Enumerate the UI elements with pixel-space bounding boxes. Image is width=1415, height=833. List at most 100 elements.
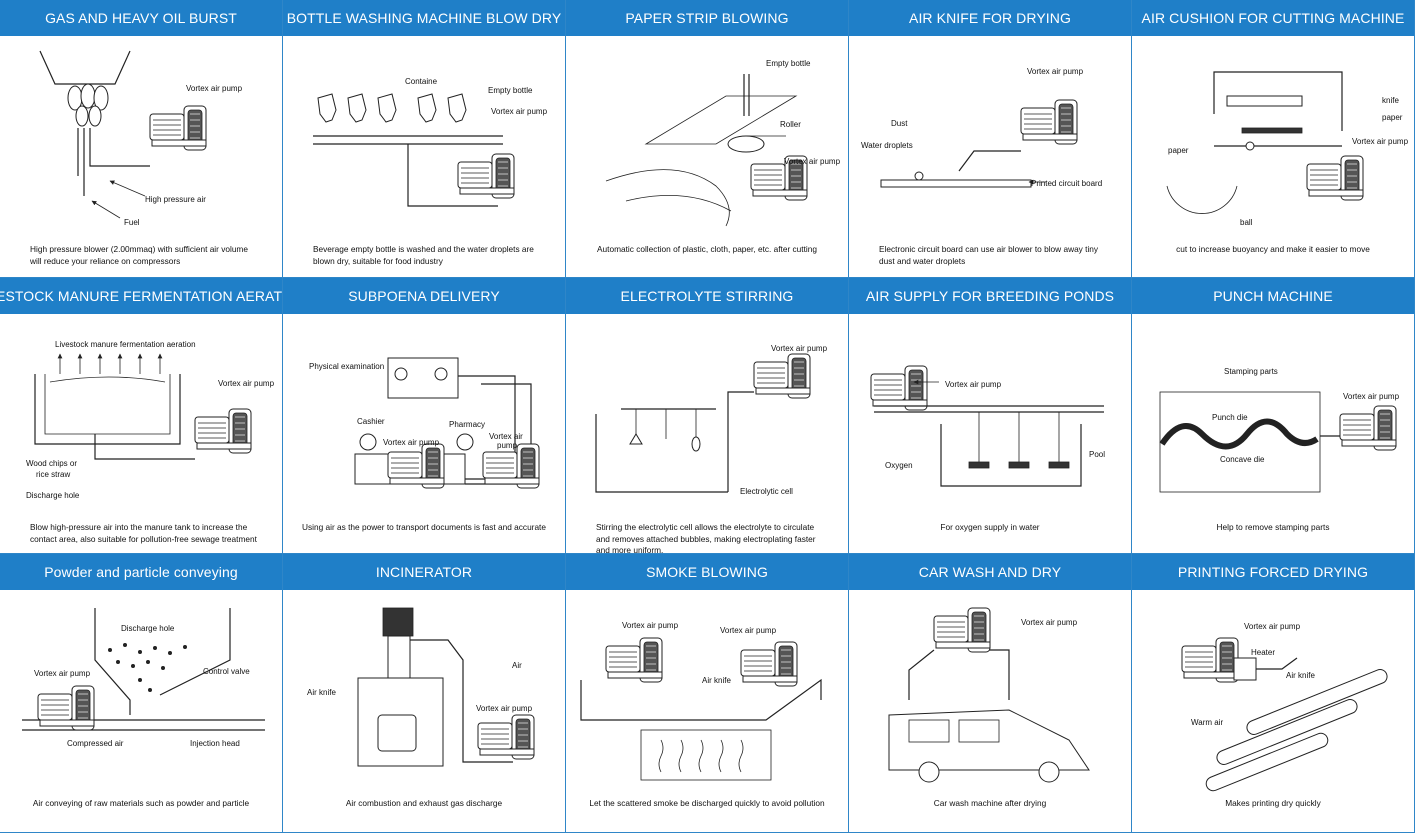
label-pump-right: Vortex air pump [720,626,777,635]
panel-gas-oil-burst: GAS AND HEAVY OIL BURST Vortex air pump … [0,0,283,278]
vortex-pump-icon [1306,155,1364,201]
panel-caption: Stirring the electrolytic cell allows th… [596,522,816,554]
panel-smoke-blowing: SMOKE BLOWING Vortex air pump Vortex air… [566,554,849,833]
powder-particles [108,643,187,692]
panel-title: PRINTING FORCED DRYING [1132,554,1414,590]
panel-paper-strip: PAPER STRIP BLOWING Empty bottle Roller … [566,0,849,278]
panel-title: SUBPOENA DELIVERY [283,278,565,314]
panel-powder-conveying: Powder and particle conveying Discharge … [0,554,283,833]
label-pcb: Printed circuit board [1031,179,1102,188]
label-roller: Roller [780,120,801,129]
label-compressed: Compressed air [67,739,124,748]
printing-drying-illustration: Vortex air pump Heater Air knife Warm ai… [1181,622,1388,792]
label-pump: Vortex air pump [476,704,533,713]
label-stamping: Stamping parts [1224,367,1278,376]
vortex-pump-icon [194,408,252,454]
livestock-manure-illustration: Livestock manure fermentation aeration V… [26,340,275,500]
aeration-arrows [57,353,163,374]
panel-title: SMOKE BLOWING [566,554,848,590]
label-pump-right-1: Vortex air [489,432,523,441]
panel-printing-drying: PRINTING FORCED DRYING Vortex air pump H… [1132,554,1415,833]
label-wood-chips-1: Wood chips or [26,459,77,468]
label-pump: Vortex air pump [1244,622,1301,631]
panel-title: Powder and particle conveying [0,554,282,590]
smoke-blowing-illustration: Vortex air pump Vortex air pump Air knif… [580,621,822,781]
label-pump: Vortex air pump [491,107,548,116]
car-icon [888,709,1090,783]
panel-caption: Electronic circuit board can use air blo… [879,244,1099,266]
vortex-pump-icon [933,607,991,653]
label-empty-bottle: Empty bottle [766,59,811,68]
panel-title: PAPER STRIP BLOWING [566,0,848,36]
panel-air-cushion: AIR CUSHION FOR CUTTING MACHINE knife pa… [1132,0,1415,278]
breeding-ponds-illustration: Vortex air pump Oxygen Pool [870,365,1105,487]
panel-incinerator: INCINERATOR Air Air knife Vortex air pum… [283,554,566,833]
panel-caption: Beverage empty bottle is washed and the … [313,244,534,266]
label-air-knife: Air knife [307,688,336,697]
label-pump: Vortex air pump [945,380,1002,389]
air-cushion-illustration: knife paper paper Vortex air pump ball [1166,71,1409,227]
vortex-pump-icon [740,641,798,687]
panel-title: INCINERATOR [283,554,565,590]
label-paper-left: paper [1168,146,1189,155]
paper-strip-illustration: Empty bottle Roller Vortex air pump [605,59,841,227]
label-air-knife: Air knife [1286,671,1315,680]
label-aeration: Livestock manure fermentation aeration [55,340,196,349]
air-knife-illustration: Vortex air pump Dust Water droplets Prin… [861,67,1102,188]
label-empty-bottle: Empty bottle [488,86,533,95]
label-fuel: Fuel [124,218,140,227]
label-water-droplets: Water droplets [861,141,913,150]
car-wash-illustration: Vortex air pump [888,607,1090,783]
label-pool: Pool [1089,450,1105,459]
vortex-pump-icon [1181,637,1239,683]
vortex-pump-icon [482,443,540,489]
label-container: Containe [405,77,438,86]
vortex-pump-icon [605,637,663,683]
panel-caption: Automatic collection of plastic, cloth, … [597,244,817,254]
label-oxygen: Oxygen [885,461,913,470]
panel-livestock-manure: LIVESTOCK MANURE FERMENTATION AERATION L… [0,278,283,554]
vortex-pump-icon [753,353,811,399]
label-discharge: Discharge hole [26,491,80,500]
vortex-pump-icon [477,714,535,760]
label-pump: Vortex air pump [1352,137,1409,146]
panel-title: GAS AND HEAVY OIL BURST [0,0,282,36]
vortex-pump-icon [149,105,207,151]
bottle-icon [317,93,467,123]
label-warm-air: Warm air [1191,718,1223,727]
panel-title: BOTTLE WASHING MACHINE BLOW DRY [283,0,565,36]
panel-title: AIR SUPPLY FOR BREEDING PONDS [849,278,1131,314]
powder-conveying-illustration: Discharge hole Vortex air pump Control v… [22,608,265,748]
subpoena-delivery-illustration: Physical examination Cashier Pharmacy Vo… [309,357,540,489]
gas-oil-burst-illustration: Vortex air pump High pressure air Fuel [39,50,243,227]
label-dust: Dust [891,119,908,128]
panel-caption: Blow high-pressure air into the manure t… [30,522,257,544]
panel-caption: Air combustion and exhaust gas discharge [345,798,503,808]
incinerator-illustration: Air Air knife Vortex air pump [307,607,535,767]
vortex-pump-icon [37,685,95,731]
vortex-pump-icon [1339,405,1397,451]
panel-caption: High pressure blower (2.00mmaq) with suf… [30,244,248,266]
label-pharmacy: Pharmacy [449,420,485,429]
label-pump-left: Vortex air pump [383,438,440,447]
panel-caption: Air conveying of raw materials such as p… [32,798,250,808]
panel-caption: For oxygen supply in water [940,522,1040,532]
vortex-pump-icon [457,153,515,199]
label-discharge: Discharge hole [121,624,175,633]
label-pump: Vortex air pump [186,84,243,93]
electrolyte-stirring-illustration: Vortex air pump Electrolytic cell [595,344,828,496]
label-pump: Vortex air pump [34,669,91,678]
label-pump: Vortex air pump [1343,392,1400,401]
label-cell: Electrolytic cell [740,487,793,496]
punch-machine-illustration: Stamping parts Vortex air pump Punch die… [1159,367,1400,493]
label-paper-right: paper [1382,113,1403,122]
label-heater: Heater [1251,648,1275,657]
panel-electrolyte-stirring: ELECTROLYTE STIRRING Vortex air pump Ele… [566,278,849,554]
label-pump-right-2: pump [497,441,518,450]
panel-punch-machine: PUNCH MACHINE Stamping parts Vortex air … [1132,278,1415,554]
label-pump: Vortex air pump [784,157,841,166]
panel-title: LIVESTOCK MANURE FERMENTATION AERATION [0,278,282,314]
panel-title: PUNCH MACHINE [1132,278,1414,314]
label-hp-air: High pressure air [145,195,206,204]
vortex-pump-icon [1020,99,1078,145]
